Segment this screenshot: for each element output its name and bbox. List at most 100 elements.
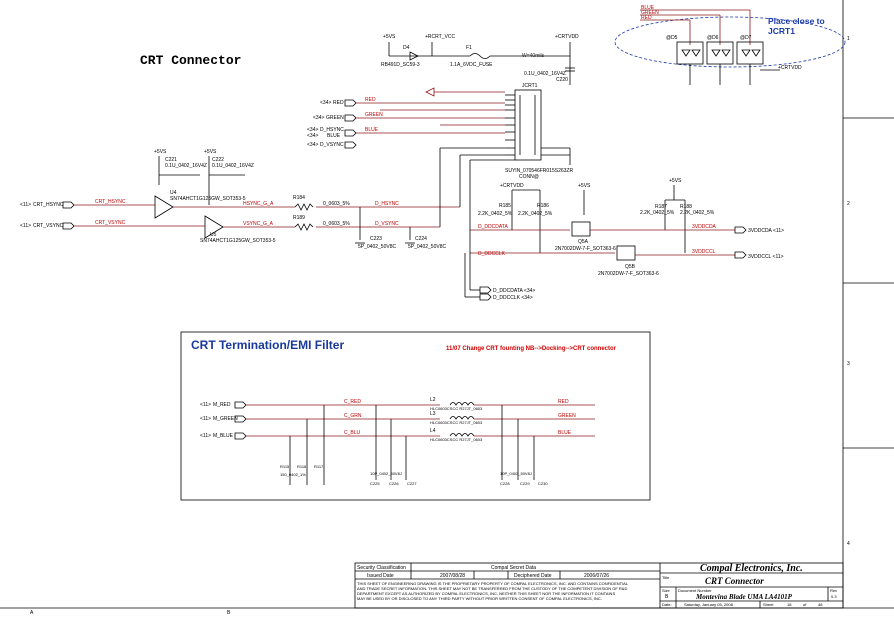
offpage-hsync-ref: <34> <box>307 127 318 133</box>
place-close-note-line1: Place close to <box>768 16 825 26</box>
net-d-vsync: D_VSYNC <box>375 221 399 227</box>
tb-disclaimer-1: THIS SHEET OF ENGINEERING DRAWING IS THE… <box>357 581 629 586</box>
current-note: W=40mils <box>522 53 545 59</box>
svg-text:U4: U4 <box>170 190 177 196</box>
tb-sheet-label: Sheet <box>763 602 774 607</box>
svg-text:Q5B: Q5B <box>625 264 636 270</box>
esd-net-blue: BLUE <box>641 5 655 11</box>
fuse-f1-symbol <box>469 53 491 59</box>
offpage-m-green: <11> <box>200 416 211 422</box>
tb-sheet-title: CRT Connector <box>705 576 764 586</box>
cap-c220-ref: C220 <box>556 77 568 83</box>
tb-size: B <box>665 594 669 600</box>
border-label-1: 1 <box>847 36 850 42</box>
tb-title-label: Title <box>662 575 670 580</box>
tb-document: Montevina Blade UMA LA4101P <box>695 593 793 601</box>
esd-net-green: GREEN <box>641 10 659 16</box>
tb-rev: 0.3 <box>831 594 837 599</box>
emi-block-title: CRT Termination/EMI Filter <box>191 338 344 352</box>
svg-text:HLC0603CSCC R27JT_0603: HLC0603CSCC R27JT_0603 <box>430 420 483 425</box>
svg-text:2N7002DW-7-F_SOT363-6: 2N7002DW-7-F_SOT363-6 <box>555 246 616 252</box>
cap-c225-ref: C225 <box>370 481 380 486</box>
offpage-3vddcda: 3VDDCDA <11> <box>748 228 784 234</box>
svg-text:L2: L2 <box>430 397 436 403</box>
diode-d4-part: RB491D_SC59-3 <box>381 62 420 68</box>
sheet-title: CRT Connector <box>140 53 241 68</box>
esd-diode-d7: @D7 <box>736 35 764 65</box>
resistor-r189-ref: R189 <box>293 215 305 221</box>
cap-c220-value: 0.1U_0402_16V4Z <box>524 71 566 77</box>
net-3vddccl: 3VDDCCL <box>692 249 716 255</box>
svg-text:JCRT1: JCRT1 <box>522 83 538 89</box>
mosfet-q5a: Q5A 2N7002DW-7-F_SOT363-6 <box>555 221 616 252</box>
svg-text:@D5: @D5 <box>666 35 678 41</box>
tb-disclaimer-3: DEPARTMENT EXCEPT AS AUTHORIZED BY COMPA… <box>357 591 615 596</box>
offpage-blue-ref: <34> <box>307 133 318 139</box>
svg-text:L4: L4 <box>430 428 436 434</box>
net-3vddcda: 3VDDCDA <box>692 224 717 230</box>
svg-text:HLC0603CSCC R27JT_0603: HLC0603CSCC R27JT_0603 <box>430 437 483 442</box>
offpage-green-ref: <34> <box>313 115 324 121</box>
border-label-2: 2 <box>847 201 850 207</box>
svg-text:HLC0603CSCC R27JT_0603: HLC0603CSCC R27JT_0603 <box>430 406 483 411</box>
offpage-d-ddcdata: D_DDCDATA <34> <box>493 288 535 294</box>
offpage-3vddccl: 3VDDCCL <11> <box>748 254 784 260</box>
border-label-3: 3 <box>847 361 850 367</box>
svg-text:Q5A: Q5A <box>578 239 589 245</box>
power-5vs-ddc: +5VS <box>578 183 591 189</box>
esd-net-red: RED <box>641 15 652 21</box>
resistor-r185-value: 2.2K_0402_5% <box>478 211 513 217</box>
resistor-r188-ref: R188 <box>680 204 692 210</box>
svg-text:U5: U5 <box>210 232 217 238</box>
tb-secret: Compal Secret Data <box>491 565 536 571</box>
svg-text:SN74AHCT1G125GW_SOT353-5: SN74AHCT1G125GW_SOT353-5 <box>200 238 276 244</box>
power-5vs-u4: +5VS <box>154 149 167 155</box>
net-hsync-g-a: HSYNC_G_A <box>243 201 274 207</box>
resistor-r187-value: 2.2K_0402_5% <box>640 210 675 216</box>
tb-security-label: Security Classification <box>357 565 406 571</box>
offpage-red-ref: <34> <box>320 100 331 106</box>
cap-c226-ref: C226 <box>389 481 399 486</box>
diode-d4-symbol <box>409 51 419 61</box>
diode-d4-ref: D4 <box>403 45 410 51</box>
resistor-r188-value: 2.2K_0402_5% <box>680 210 715 216</box>
net-m-red-label: M_RED <box>213 402 231 408</box>
cap-c221-ref: C221 <box>165 157 177 163</box>
offpage-crt-vsync: <11> <box>20 223 31 229</box>
net-crt-hsync-in: CRT_HSYNC <box>33 202 64 208</box>
net-green-flag: GREEN <box>365 112 383 118</box>
fuse-f1-value: 1.1A_6VDC_FUSE <box>450 62 493 68</box>
resistor-r184-ref: R184 <box>293 195 305 201</box>
net-d-vsync-label: D_VSYNC <box>320 142 344 148</box>
power-rcrt-vcc: +RCRT_VCC <box>425 34 455 40</box>
cap-c222-ref: C222 <box>212 157 224 163</box>
cap-c229-ref: C229 <box>520 481 530 486</box>
change-note: 11/07 Change CRT founting NB-->Docking--… <box>446 346 617 352</box>
tb-issued-label: Issued Date <box>367 573 394 579</box>
tb-document-label: Document Number <box>678 588 712 593</box>
tb-sheet-no: 18 <box>787 602 792 607</box>
cap-c223-ref: C223 <box>370 236 382 242</box>
power-crtvdd-top: +CRTVDD <box>555 34 579 40</box>
title-block <box>354 562 844 609</box>
resistor-term-value: 150_0402_1% <box>280 472 306 477</box>
net-red-out: RED <box>558 399 569 405</box>
cap-emi-value-left: 10P_0402_50V8J <box>370 471 402 476</box>
svg-text:2N7002DW-7-F_SOT363-6: 2N7002DW-7-F_SOT363-6 <box>598 271 659 277</box>
esd-crtvdd-label: +CRTVDD <box>778 65 802 71</box>
tb-company: Compal Electronics, Inc. <box>700 563 803 574</box>
cap-c221-value: 0.1U_0402_16V4Z <box>165 163 207 169</box>
cap-c227-ref: C227 <box>407 481 417 486</box>
net-c-blu: C_BLU <box>344 430 361 436</box>
resistor-r189-value: 0_0603_5% <box>323 221 350 227</box>
svg-text:@D6: @D6 <box>707 35 719 41</box>
resistor-r186-value: 2.2K_0402_5% <box>518 211 553 217</box>
cap-c223-value: 5P_0402_50V8C <box>358 244 396 250</box>
power-5vs-top: +5VS <box>383 34 396 40</box>
net-crt-hsync: CRT_HSYNC <box>95 199 126 205</box>
net-crt-vsync: CRT_VSYNC <box>95 220 126 226</box>
resistor-r185-ref: R185 <box>499 203 511 209</box>
net-d-ddcclk: D_DDCCLK <box>478 251 506 257</box>
offpage-d-ddcclk: D_DDCCLK <34> <box>493 295 533 301</box>
